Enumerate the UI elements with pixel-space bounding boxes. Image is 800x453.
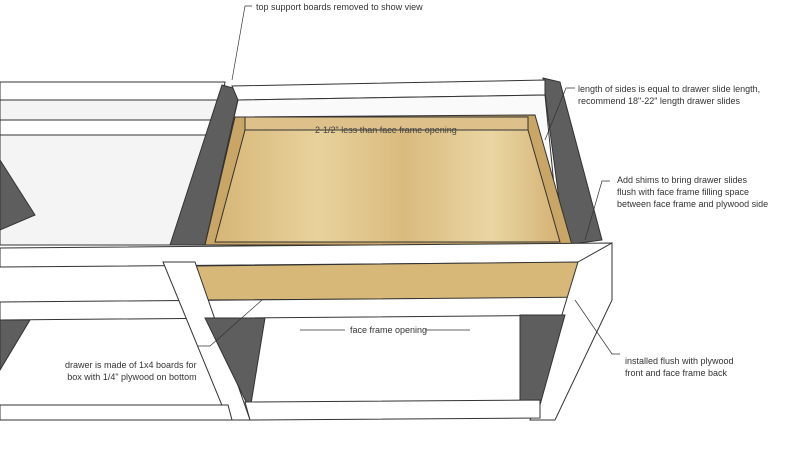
left-cabinet-top bbox=[0, 81, 226, 101]
drawer-bottom bbox=[214, 129, 561, 243]
face-frame-middle-rail bbox=[0, 296, 601, 321]
side-length-line1: length of sides is equal to drawer slide… bbox=[578, 84, 761, 94]
top-support-note: top support boards removed to show view bbox=[256, 2, 423, 12]
drawer-front bbox=[194, 261, 579, 301]
left-cabinet-inner-panel bbox=[0, 159, 36, 231]
drawer-made-line2: box with 1/4" plywood on bottom bbox=[67, 372, 197, 382]
drawer-made-note: drawer is made of 1x4 boards for box wit… bbox=[65, 359, 197, 383]
installed-line2: front and face frame back bbox=[625, 368, 728, 378]
leader-lines bbox=[198, 5, 620, 355]
drawer-made-line1: drawer is made of 1x4 boards for bbox=[65, 360, 197, 370]
side-length-line2: recommend 18"-22" length drawer slides bbox=[578, 96, 740, 106]
side-length-note: length of sides is equal to drawer slide… bbox=[578, 83, 760, 107]
shims-line1: Add shims to bring drawer slides bbox=[617, 175, 748, 185]
lower-left-panel bbox=[204, 317, 266, 412]
shims-line3: between face frame and plywood side bbox=[617, 199, 769, 209]
installed-line1: installed flush with plywood bbox=[625, 356, 734, 366]
right-side-panel bbox=[542, 77, 603, 246]
drawer-width-note: 2-1/2" less than face frame opening bbox=[315, 125, 457, 135]
installed-note: installed flush with plywood front and f… bbox=[625, 355, 734, 379]
face-frame-opening-label: face frame opening bbox=[350, 325, 428, 335]
shims-line2: flush with face frame filling space bbox=[617, 187, 750, 197]
left-cabinet-lower-panel bbox=[0, 319, 31, 371]
bottom-rail bbox=[244, 399, 541, 421]
left-cabinet-shelf bbox=[0, 119, 216, 136]
left-cabinet-bottom bbox=[0, 404, 233, 421]
shims-note: Add shims to bring drawer slides flush w… bbox=[617, 174, 768, 210]
